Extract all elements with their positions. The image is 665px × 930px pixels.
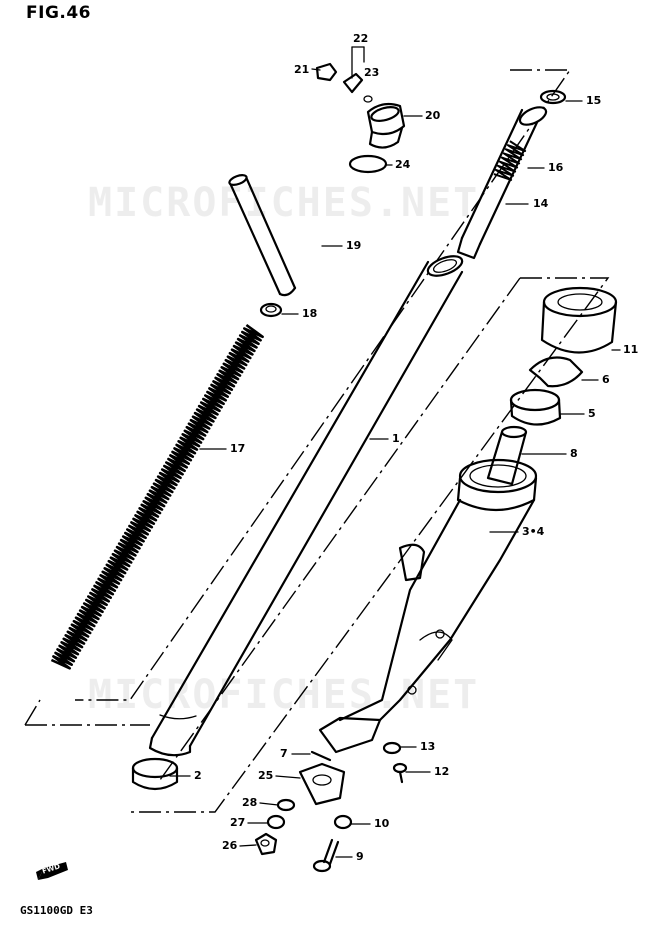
watermark-bottom: MICROFICHES.NET xyxy=(88,672,480,718)
callout-15: 15 xyxy=(586,94,602,107)
part-1-inner-tube xyxy=(148,255,464,757)
part-6-circlip xyxy=(528,356,584,388)
part-24-o-ring xyxy=(348,154,388,174)
callout-22: 22 xyxy=(353,32,369,45)
part-15-piston-ring xyxy=(539,89,567,105)
callout-26: 26 xyxy=(222,839,238,852)
part-9-drain-bolt xyxy=(312,838,340,873)
part-11-dust-seal xyxy=(540,286,618,354)
part-14-damper-rod xyxy=(456,106,548,260)
part-2-bushing xyxy=(131,757,179,791)
callout-18: 18 xyxy=(302,307,318,320)
callout-21: 21 xyxy=(294,63,310,76)
callout-3-4: 3•4 xyxy=(522,525,545,538)
part-16-rebound-spring xyxy=(493,140,527,181)
callout-24: 24 xyxy=(395,158,411,171)
part-8-oil-lock-piece xyxy=(486,425,528,486)
watermark-top: MICROFICHES.NET xyxy=(88,180,480,226)
forward-arrow-icon: FWD xyxy=(36,862,70,888)
part-5-oil-seal xyxy=(509,388,562,426)
callout-13: 13 xyxy=(420,740,436,753)
callout-19: 19 xyxy=(346,239,362,252)
callout-9: 9 xyxy=(356,850,364,863)
guide-line-outer-tube xyxy=(130,277,610,813)
callout-14: 14 xyxy=(533,197,549,210)
callout-10: 10 xyxy=(374,817,390,830)
part-21-valve-cap xyxy=(315,62,338,82)
part-27-spring-washer xyxy=(266,814,286,830)
callout-12: 12 xyxy=(434,765,450,778)
callout-7: 7 xyxy=(280,747,288,760)
part-28-washer xyxy=(276,798,296,812)
guide-line-outer-axis xyxy=(159,277,521,781)
guide-line-left-frame xyxy=(24,699,41,726)
part-12-bolt xyxy=(392,762,408,784)
part-18-washer xyxy=(259,302,283,318)
model-code: GS1100GD E3 xyxy=(20,904,93,917)
callout-6: 6 xyxy=(602,373,610,386)
guide-line-inner-tube xyxy=(75,69,572,701)
part-25-axle-holder xyxy=(298,762,346,806)
callout-17: 17 xyxy=(230,442,246,455)
callout-5: 5 xyxy=(588,407,596,420)
callout-20: 20 xyxy=(425,109,441,122)
figure-title: FIG.46 xyxy=(26,3,92,23)
part-26-nut xyxy=(254,832,278,856)
part-3-4-outer-tube xyxy=(318,458,538,754)
callout-23: 23 xyxy=(364,66,380,79)
part-20-cap-bolt xyxy=(366,102,406,149)
callout-25: 25 xyxy=(258,769,274,782)
callout-1: 1 xyxy=(392,432,400,445)
part-7-stud-bolt xyxy=(310,750,332,762)
callout-2: 2 xyxy=(194,769,202,782)
part-19-spacer-tube xyxy=(228,174,297,297)
callout-11: 11 xyxy=(623,343,639,356)
part-10-washer xyxy=(333,814,353,830)
part-17-fork-spring xyxy=(50,323,264,670)
callout-leaders xyxy=(169,46,621,858)
callout-8: 8 xyxy=(570,447,578,460)
callout-16: 16 xyxy=(548,161,564,174)
callout-28: 28 xyxy=(242,796,258,809)
part-13-washer xyxy=(382,741,402,755)
callout-27: 27 xyxy=(230,816,246,829)
